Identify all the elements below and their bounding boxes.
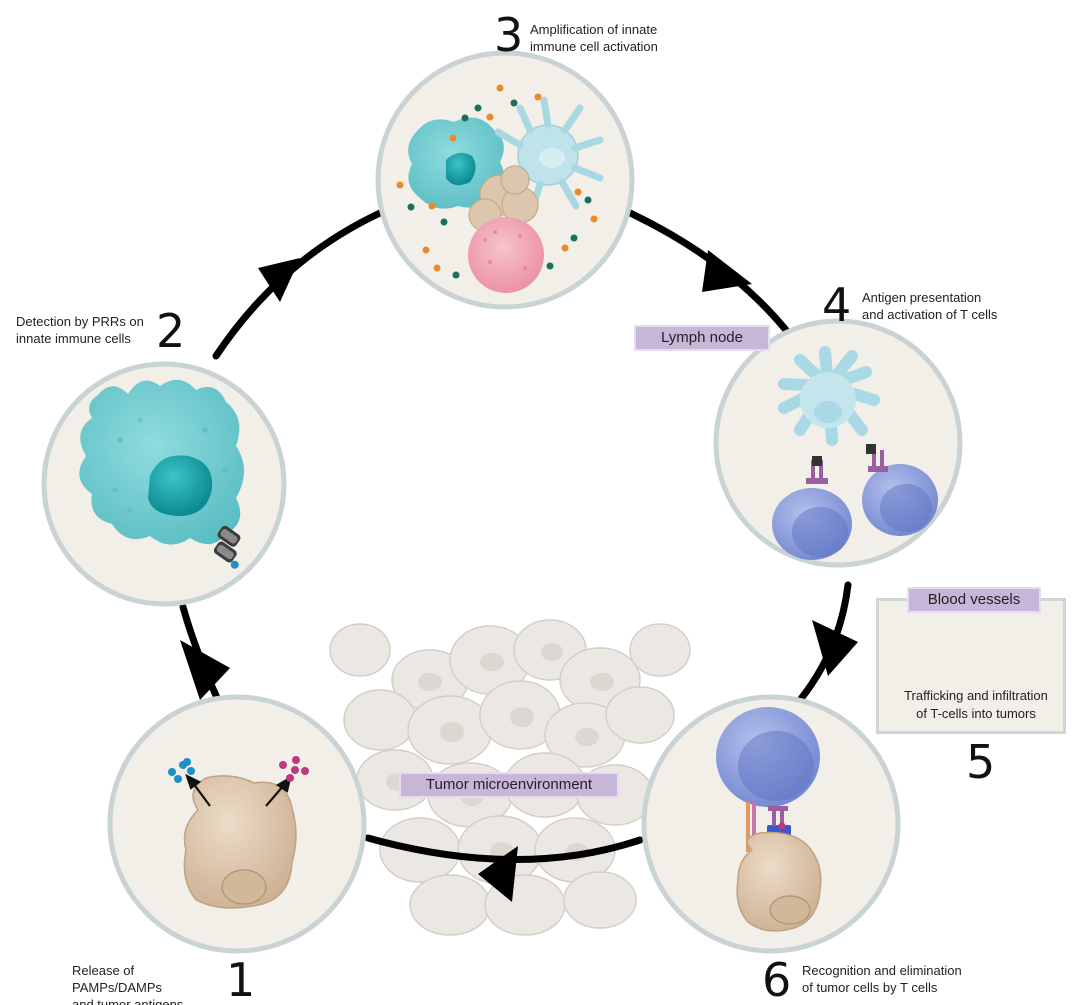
- t-cell-right: [862, 464, 938, 536]
- cytokine-orange-dots: [396, 84, 598, 272]
- neutrophil: [468, 217, 544, 293]
- arrowhead-6-to-1: [478, 846, 518, 902]
- tumor-microenvironment-label: Tumor microenvironment: [399, 772, 619, 798]
- tcr-mhc-right: [866, 444, 888, 472]
- step-5-number: 5: [966, 735, 996, 789]
- prr-receptor: [213, 525, 241, 569]
- arrowhead-4-to-5: [812, 620, 858, 676]
- step-4-caption: Antigen presentation and activation of T…: [862, 290, 998, 322]
- step-1-caption: Release of PAMPs/DAMPs and tumor antigen…: [72, 963, 184, 1005]
- pamp-dots: [168, 758, 195, 783]
- arrowhead-2-to-3: [258, 258, 300, 302]
- step-4-circle: [713, 318, 963, 568]
- step-2-caption: Detection by PRRs on innate immune cells: [16, 314, 144, 346]
- tcr-mhc-left: [806, 456, 828, 484]
- step-3-number: 3: [494, 8, 524, 62]
- lymph-node-label: Lymph node: [634, 325, 770, 351]
- step-6-circle: [641, 694, 901, 954]
- mast-cell: [468, 165, 539, 232]
- step-1-number: 1: [226, 953, 256, 1005]
- arrowhead-1-to-2: [180, 640, 230, 700]
- tumor-nucleus: [221, 869, 267, 905]
- step-6-number: 6: [762, 953, 792, 1005]
- step-5-caption: Trafficking and infiltration of T-cells …: [904, 688, 1048, 721]
- step-1-circle: [107, 694, 367, 954]
- blood-vessels-label: Blood vessels: [907, 587, 1041, 613]
- step-3-circle: [375, 50, 635, 310]
- t-cell-left: [772, 488, 852, 560]
- t-cell-killer: [716, 707, 820, 807]
- tumor-cell: [183, 775, 297, 909]
- dendritic-cell-lymph: [778, 346, 880, 446]
- innate-nucleus: [148, 455, 213, 516]
- arc-2-to-3: [212, 209, 384, 360]
- step-6-caption: Recognition and elimination of tumor cel…: [802, 963, 962, 995]
- step-3-caption: Amplification of innate immune cell acti…: [530, 22, 658, 54]
- cytokine-green-dots: [407, 99, 592, 279]
- step-2-circle: [41, 361, 287, 607]
- step-2-number: 2: [156, 304, 186, 358]
- blood-vessels-panel: Blood vessels Trafficking and infiltrati…: [876, 587, 1066, 734]
- step-4-number: 4: [822, 278, 852, 332]
- damp-dots: [279, 756, 309, 782]
- arrowhead-3-to-4: [702, 250, 752, 292]
